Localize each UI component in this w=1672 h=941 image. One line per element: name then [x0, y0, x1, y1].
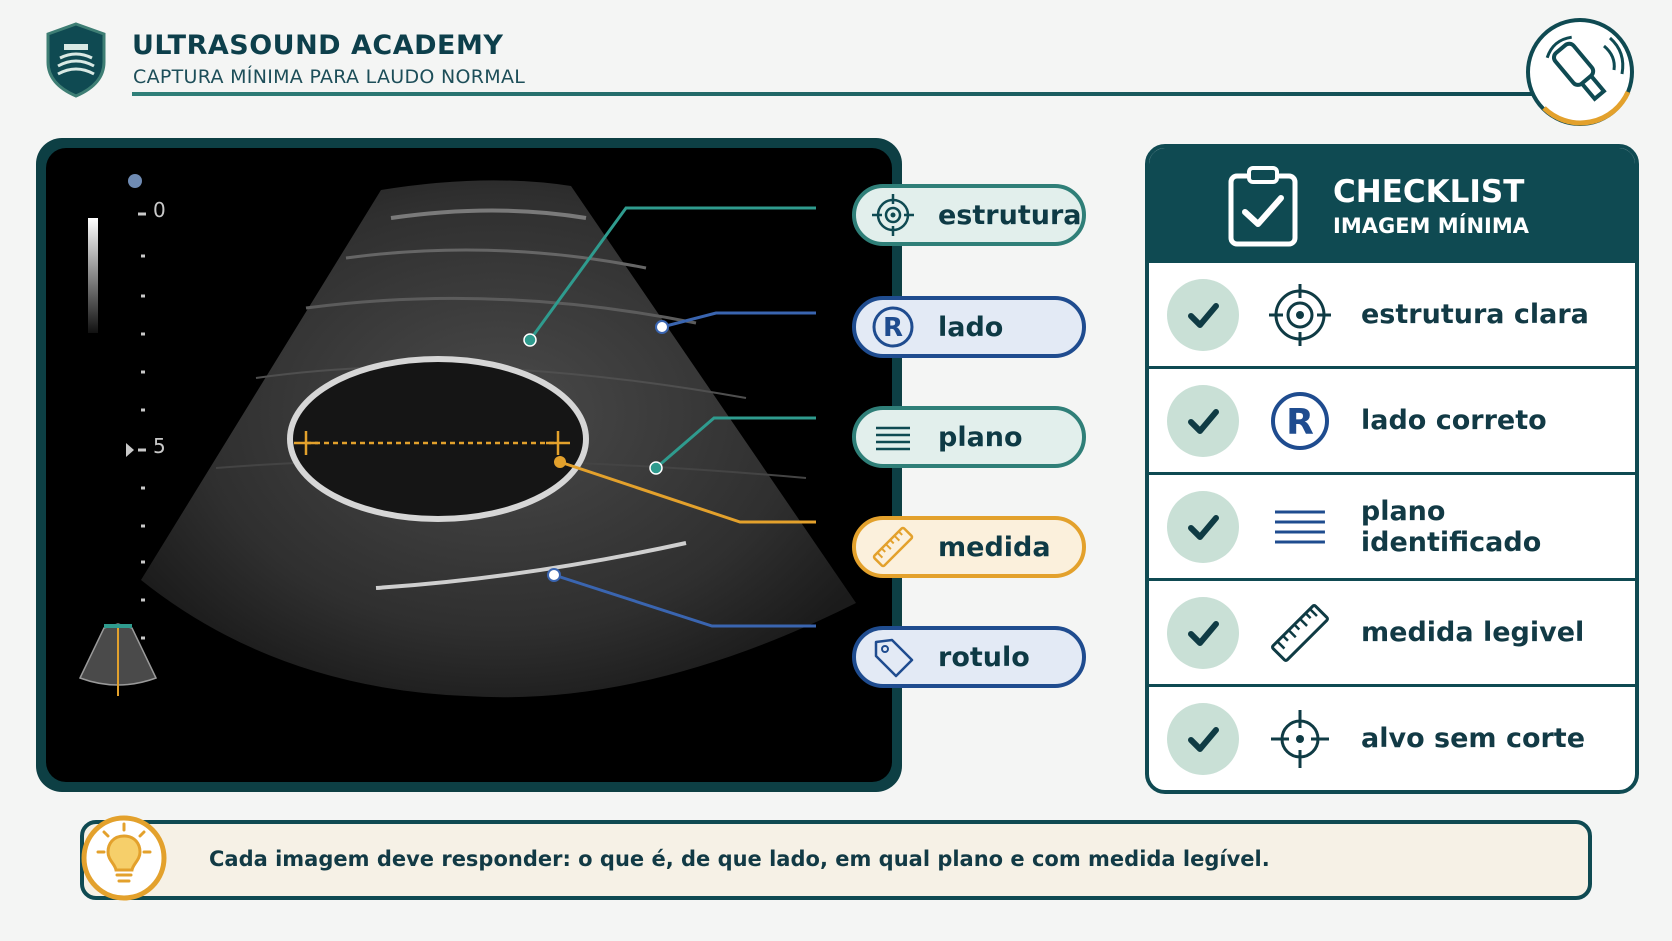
depth-label-top: 0	[153, 198, 166, 222]
ruler-icon	[1271, 603, 1329, 662]
checklist-item-label: estrutura clara	[1361, 299, 1589, 330]
lines-icon	[876, 426, 910, 451]
depth-label-mid: 5	[153, 434, 166, 458]
target-icon	[872, 194, 914, 236]
checklist-item-label: lado correto	[1361, 405, 1547, 436]
ruler-icon	[872, 526, 914, 568]
callout-label: plano	[938, 421, 1023, 453]
callout-label: lado	[938, 311, 1004, 343]
checklist-item-label: medida legivel	[1361, 617, 1585, 648]
checklist-item: medida legivel	[1149, 578, 1635, 684]
checklist-item-label: plano identificado	[1360, 495, 1542, 558]
checkmark-icon	[1167, 490, 1239, 563]
svg-text:R: R	[883, 313, 903, 343]
tip-text: Cada imagem deve responder: o que é, de …	[209, 847, 1270, 871]
checklist-item: R lado correto	[1149, 366, 1635, 472]
tag-icon	[874, 638, 914, 678]
brand-title: ULTRASOUND ACADEMY	[132, 30, 504, 61]
target-icon	[1269, 283, 1331, 346]
checklist-item: alvo sem corte	[1149, 684, 1635, 790]
ultrasound-image: 0 5	[46, 148, 892, 782]
probe-icon	[1526, 18, 1634, 126]
callout-label: estrutura	[938, 199, 1082, 231]
checklist-header: CHECKLIST IMAGEM MÍNIMA	[1149, 148, 1635, 260]
r-circle-icon: R	[1271, 391, 1329, 450]
checklist-item: plano identificado	[1149, 472, 1635, 578]
svg-text:R: R	[1286, 402, 1314, 443]
clipboard-check-icon	[1228, 166, 1298, 247]
checkmark-icon	[1167, 702, 1239, 775]
checklist-panel: CHECKLIST IMAGEM MÍNIMA estrutura clara …	[1145, 144, 1639, 794]
checkmark-icon	[1167, 596, 1239, 669]
callout-lado: R lado	[852, 296, 1086, 358]
checkmark-icon	[1167, 384, 1239, 457]
academy-shield-logo	[46, 22, 106, 98]
checklist-title: CHECKLIST	[1333, 174, 1525, 210]
checkmark-icon	[1167, 278, 1239, 351]
lightbulb-icon	[81, 815, 167, 901]
callout-plano: plano	[852, 406, 1086, 468]
lines-icon	[1274, 510, 1325, 543]
ultrasound-panel: 0 5	[36, 138, 902, 792]
r-circle-icon: R	[872, 306, 914, 348]
checklist-item: estrutura clara	[1149, 260, 1635, 366]
checklist-subtitle: IMAGEM MÍNIMA	[1333, 214, 1530, 238]
callout-label: medida	[938, 531, 1051, 563]
checklist-item-label: alvo sem corte	[1361, 723, 1586, 754]
callout-estrutura: estrutura	[852, 184, 1086, 246]
tip-bar	[80, 820, 1592, 900]
header-divider	[132, 92, 1532, 96]
brand-subtitle: CAPTURA MÍNIMA PARA LAUDO NORMAL	[133, 66, 526, 88]
crosshair-icon	[1271, 709, 1329, 768]
callout-rotulo: rotulo	[852, 626, 1086, 688]
callout-medida: medida	[852, 516, 1086, 578]
callout-label: rotulo	[938, 641, 1030, 673]
